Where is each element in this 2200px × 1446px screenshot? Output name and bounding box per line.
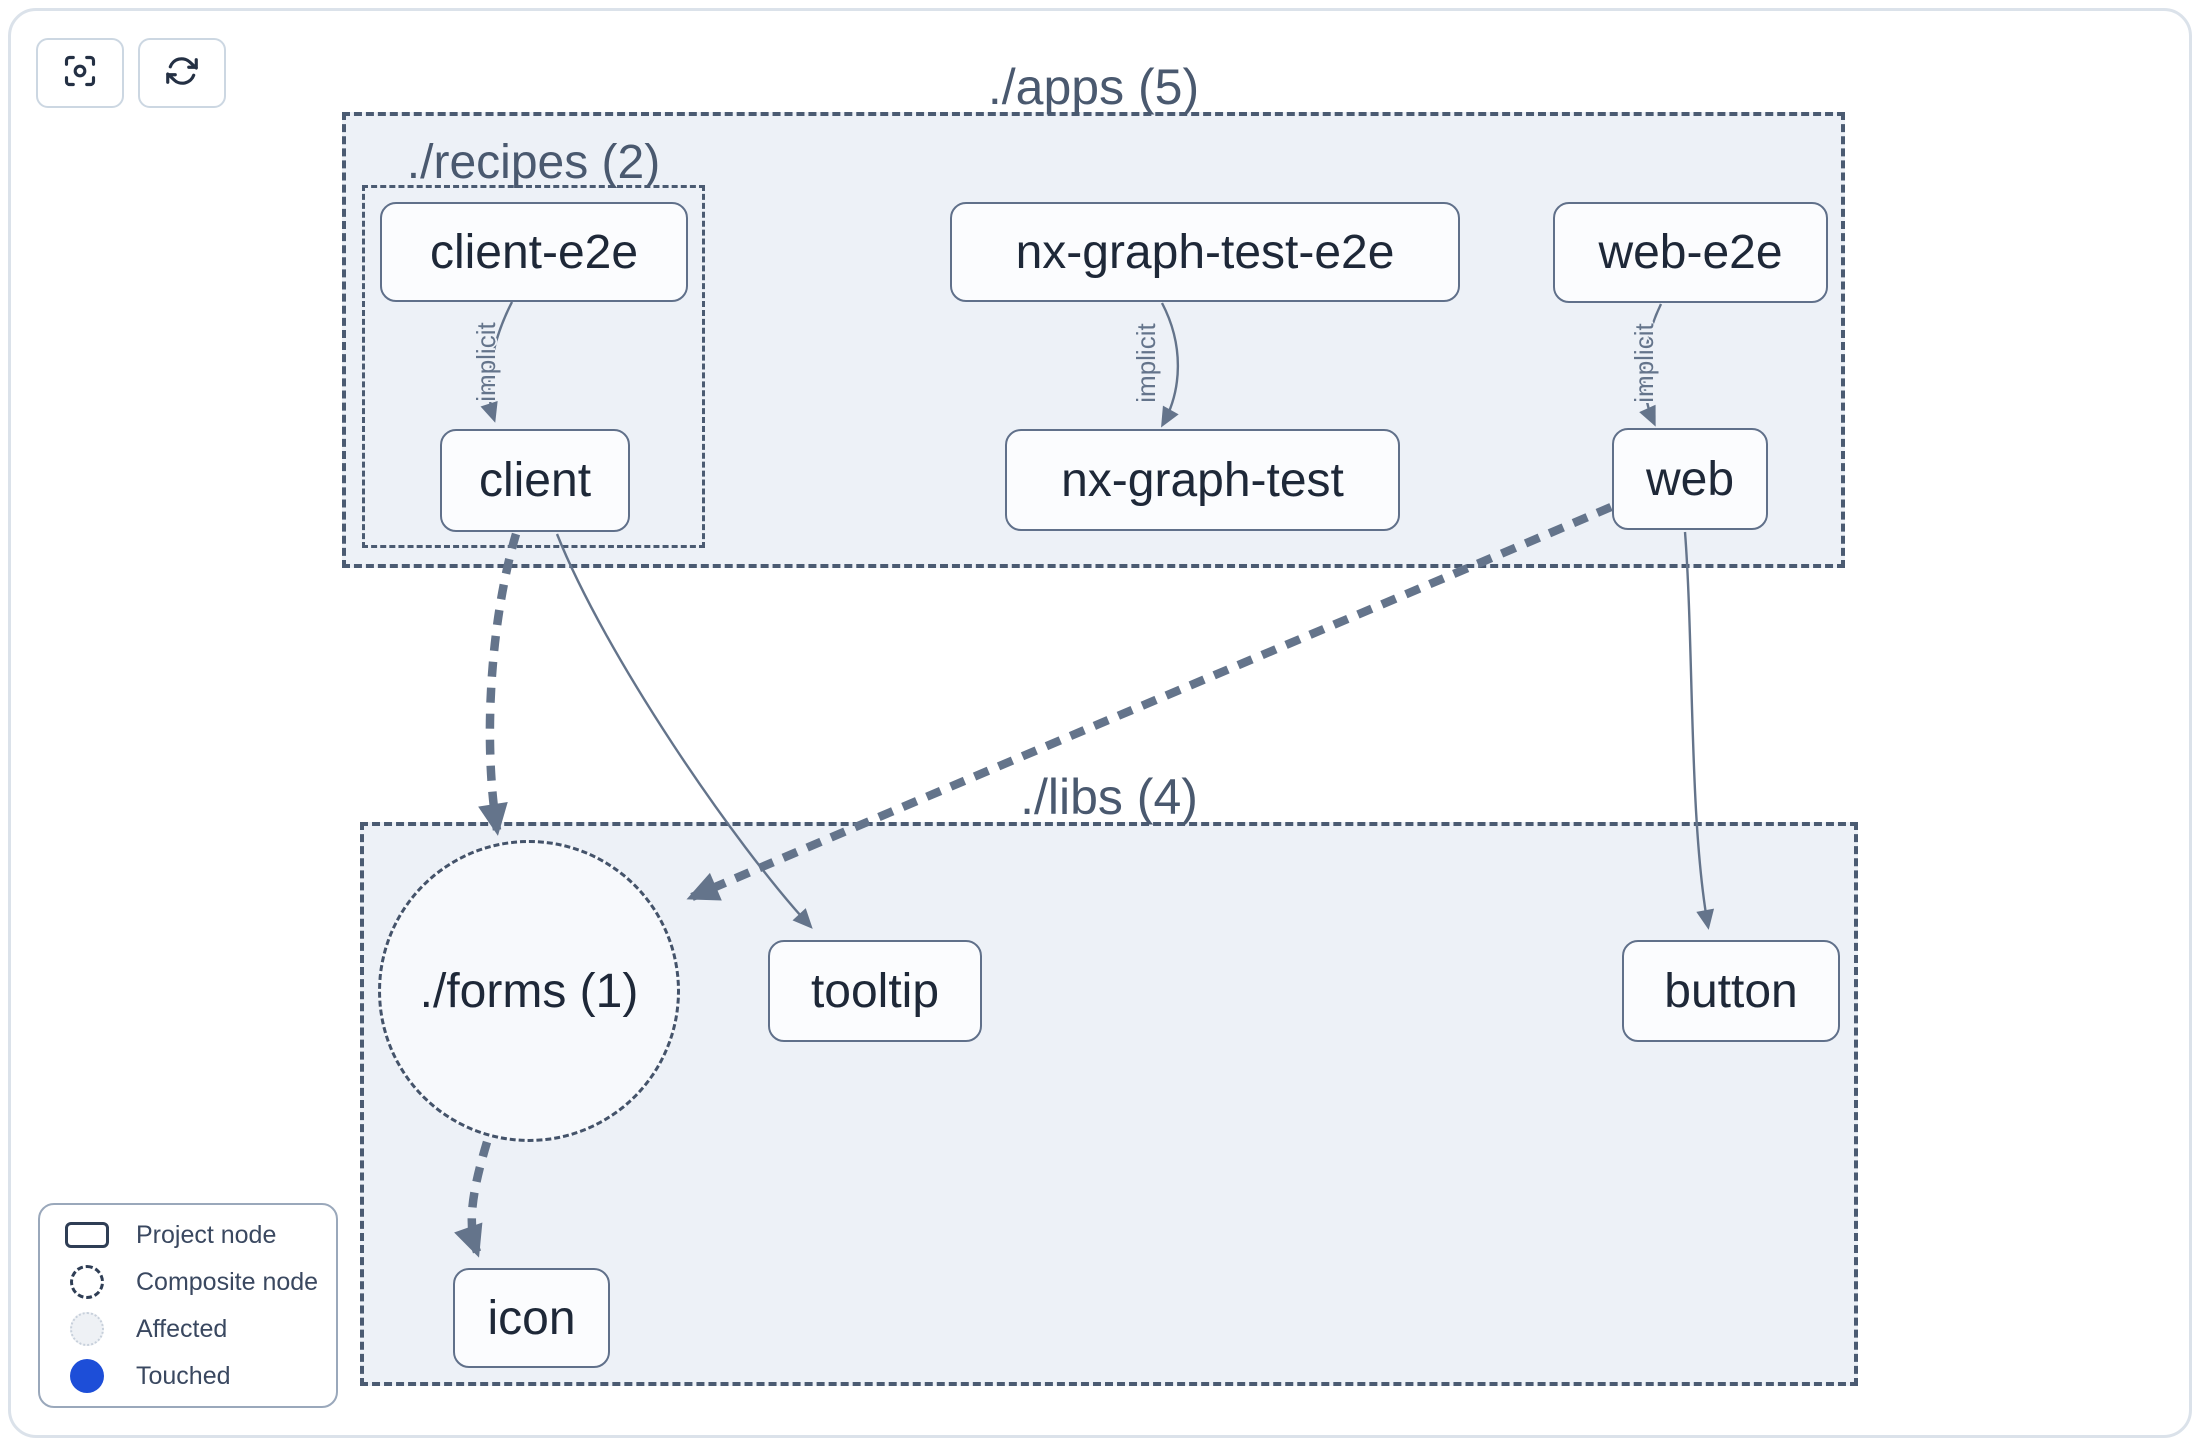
focus-icon [62, 53, 98, 94]
node-label: icon [487, 1291, 576, 1345]
group-recipes-label: ./recipes (2) [406, 136, 661, 189]
node-web[interactable]: web [1612, 428, 1768, 530]
touched-icon [64, 1359, 110, 1393]
refresh-icon [164, 53, 200, 94]
node-icon[interactable]: icon [453, 1268, 610, 1368]
legend-item-project-node: Project node [40, 1212, 336, 1259]
refresh-button[interactable] [138, 38, 226, 108]
node-client-e2e[interactable]: client-e2e [380, 202, 688, 302]
node-label: nx-graph-test [1061, 453, 1344, 507]
node-tooltip[interactable]: tooltip [768, 940, 982, 1042]
legend-label: Project node [136, 1220, 277, 1249]
legend: Project node Composite node Affected Tou… [38, 1203, 338, 1408]
node-client[interactable]: client [440, 429, 630, 532]
edge-label-implicit: implicit [1131, 323, 1161, 403]
legend-label: Touched [136, 1361, 231, 1390]
affected-icon [64, 1312, 110, 1346]
composite-node-forms[interactable]: ./forms (1) [378, 840, 680, 1142]
composite-node-label: ./forms (1) [419, 964, 639, 1018]
focus-mode-button[interactable] [36, 38, 124, 108]
edge-label-implicit: implicit [471, 322, 501, 402]
node-nx-graph-test-e2e[interactable]: nx-graph-test-e2e [950, 202, 1460, 302]
node-label: nx-graph-test-e2e [1015, 225, 1395, 279]
legend-label: Affected [136, 1314, 228, 1343]
legend-item-affected: Affected [40, 1306, 336, 1353]
node-label: client [478, 454, 592, 507]
legend-item-touched: Touched [40, 1353, 336, 1400]
edge-label-implicit: implicit [1629, 323, 1659, 403]
node-label: tooltip [810, 964, 940, 1018]
group-apps-label: ./apps (5) [987, 59, 1200, 115]
composite-node-icon [64, 1265, 110, 1299]
node-nx-graph-test[interactable]: nx-graph-test [1005, 429, 1400, 531]
project-node-icon [64, 1222, 110, 1248]
node-label: web-e2e [1598, 226, 1783, 279]
node-label: web [1645, 452, 1735, 506]
node-web-e2e[interactable]: web-e2e [1553, 202, 1828, 303]
node-label: button [1664, 964, 1798, 1018]
group-libs-label: ./libs (4) [1020, 769, 1198, 825]
node-button[interactable]: button [1622, 940, 1840, 1042]
node-label: client-e2e [429, 225, 639, 279]
legend-item-composite-node: Composite node [40, 1259, 336, 1306]
legend-label: Composite node [136, 1267, 319, 1296]
